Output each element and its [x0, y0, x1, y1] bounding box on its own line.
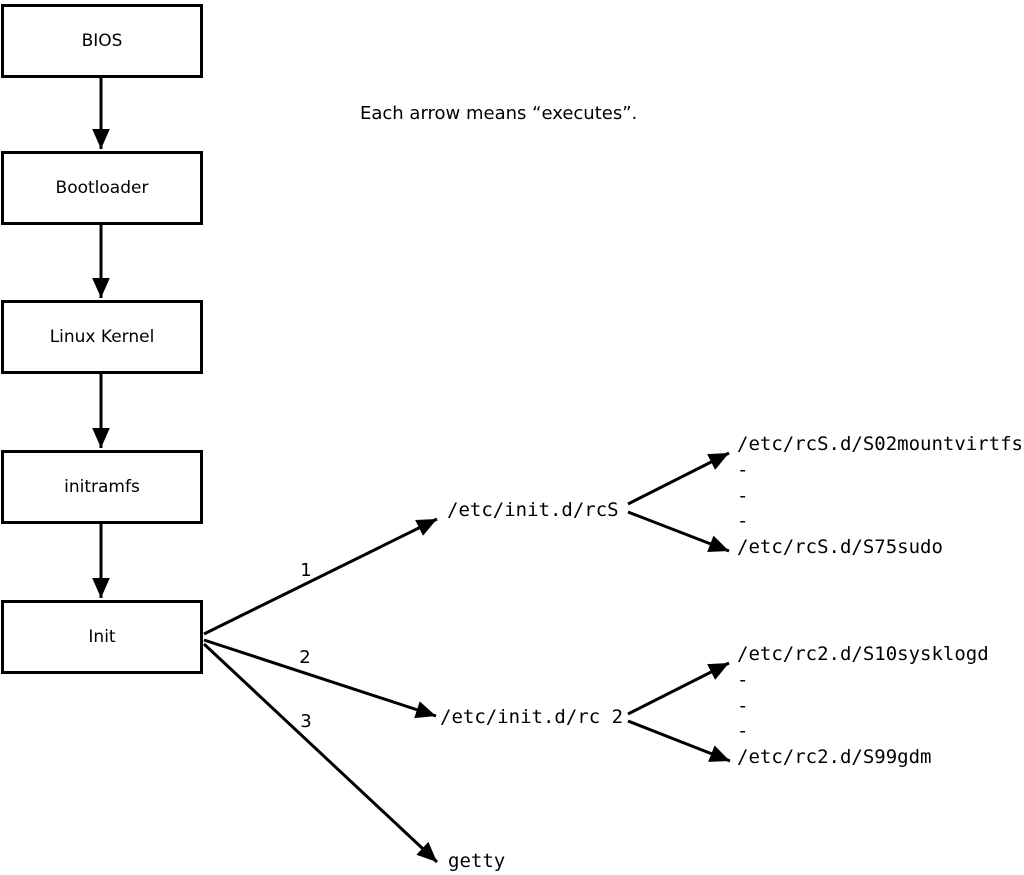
node-rc2-ellipsis-1: - — [737, 669, 749, 691]
legend-note: Each arrow means “executes”. — [360, 103, 638, 124]
init-arrow-label-1: 1 — [300, 560, 312, 581]
arrow-rc2-to-S10sysklogd — [627, 661, 730, 716]
arrow-init-to-getty — [202, 642, 439, 864]
box-linux-kernel: Linux Kernel — [1, 300, 203, 374]
arrow-init-to-rc2 — [203, 638, 437, 719]
node-init-d-rc2: /etc/init.d/rc 2 — [440, 706, 624, 728]
node-rcS-ellipsis-1: - — [737, 459, 749, 481]
node-rc2-S10sysklogd: /etc/rc2.d/S10sysklogd — [737, 643, 989, 665]
node-rcS-S02mountvirtfs: /etc/rcS.d/S02mountvirtfs — [737, 433, 1023, 455]
arrow-init-to-rcS — [203, 517, 438, 636]
node-rcS-ellipsis-2: - — [737, 485, 749, 507]
arrow-rcS-to-S02mountvirtfs — [627, 451, 730, 506]
init-arrow-label-2: 2 — [299, 647, 311, 668]
arrow-rcS-to-S75sudo — [627, 510, 730, 553]
node-init-d-rcS: /etc/init.d/rcS — [447, 499, 619, 521]
node-rc2-ellipsis-2: - — [737, 695, 749, 717]
box-init-label: Init — [88, 627, 116, 647]
box-initramfs: initramfs — [1, 450, 203, 524]
box-bios-label: BIOS — [81, 31, 123, 51]
node-rcS-S75sudo: /etc/rcS.d/S75sudo — [737, 536, 943, 558]
box-bootloader: Bootloader — [1, 151, 203, 225]
box-linux-kernel-label: Linux Kernel — [49, 327, 155, 347]
box-bios: BIOS — [1, 4, 203, 78]
node-getty: getty — [448, 850, 506, 872]
box-init: Init — [1, 600, 203, 674]
node-rcS-ellipsis-3: - — [737, 510, 749, 532]
arrow-rc2-to-S99gdm — [627, 719, 731, 763]
box-bootloader-label: Bootloader — [55, 178, 149, 198]
init-arrow-label-3: 3 — [300, 711, 312, 732]
box-initramfs-label: initramfs — [64, 477, 140, 497]
node-rc2-S99gdm: /etc/rc2.d/S99gdm — [737, 746, 932, 768]
node-rc2-ellipsis-3: - — [737, 720, 749, 742]
